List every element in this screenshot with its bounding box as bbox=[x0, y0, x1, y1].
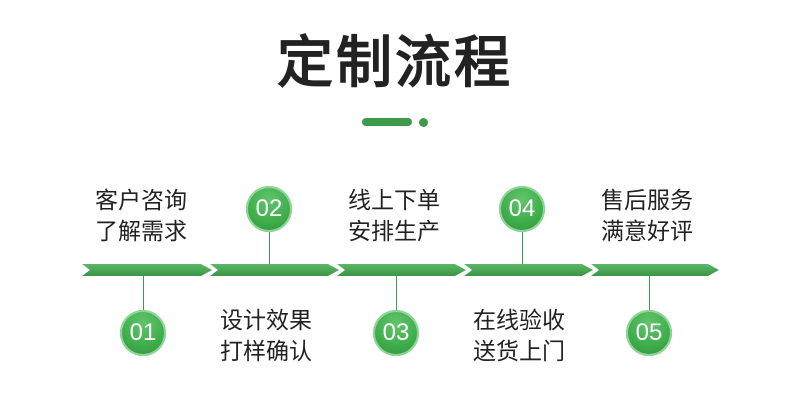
step-5-number-badge: 05 bbox=[626, 310, 672, 356]
step-3-number-badge: 03 bbox=[373, 310, 419, 356]
connector-step-4 bbox=[522, 230, 523, 264]
arrow-segment-2 bbox=[210, 264, 339, 276]
step-2-line1: 设计效果 bbox=[220, 308, 312, 334]
step-1-line2: 了解需求 bbox=[95, 219, 187, 245]
step-1-number-badge: 01 bbox=[120, 310, 166, 356]
step-5-line2: 满意好评 bbox=[601, 219, 693, 245]
step-5-line1: 售后服务 bbox=[601, 188, 693, 214]
connector-step-5 bbox=[649, 276, 650, 312]
title-underline-bar bbox=[362, 118, 412, 126]
step-4-label: 在线验收 送货上门 bbox=[473, 306, 565, 368]
step-2-label: 设计效果 打样确认 bbox=[220, 306, 312, 368]
arrow-segment-3 bbox=[337, 264, 466, 276]
connector-step-3 bbox=[396, 276, 397, 312]
step-4-number-badge: 04 bbox=[499, 186, 545, 232]
step-2-line2: 打样确认 bbox=[220, 339, 312, 365]
arrow-segment-5 bbox=[591, 264, 719, 276]
connector-step-2 bbox=[269, 230, 270, 264]
step-4-line1: 在线验收 bbox=[473, 308, 565, 334]
step-3-line1: 线上下单 bbox=[348, 188, 440, 214]
step-2-number-badge: 02 bbox=[246, 186, 292, 232]
arrow-segment-1 bbox=[82, 264, 212, 276]
arrow-segment-4 bbox=[464, 264, 593, 276]
step-1-label: 客户咨询 了解需求 bbox=[95, 186, 187, 248]
step-5-label: 售后服务 满意好评 bbox=[601, 186, 693, 248]
step-4-line2: 送货上门 bbox=[473, 339, 565, 365]
step-3-label: 线上下单 安排生产 bbox=[348, 186, 440, 248]
page-title: 定制流程 bbox=[277, 31, 513, 96]
step-3-line2: 安排生产 bbox=[348, 219, 440, 245]
connector-step-1 bbox=[143, 276, 144, 312]
step-1-line1: 客户咨询 bbox=[95, 188, 187, 214]
title-underline-dot bbox=[419, 118, 428, 127]
